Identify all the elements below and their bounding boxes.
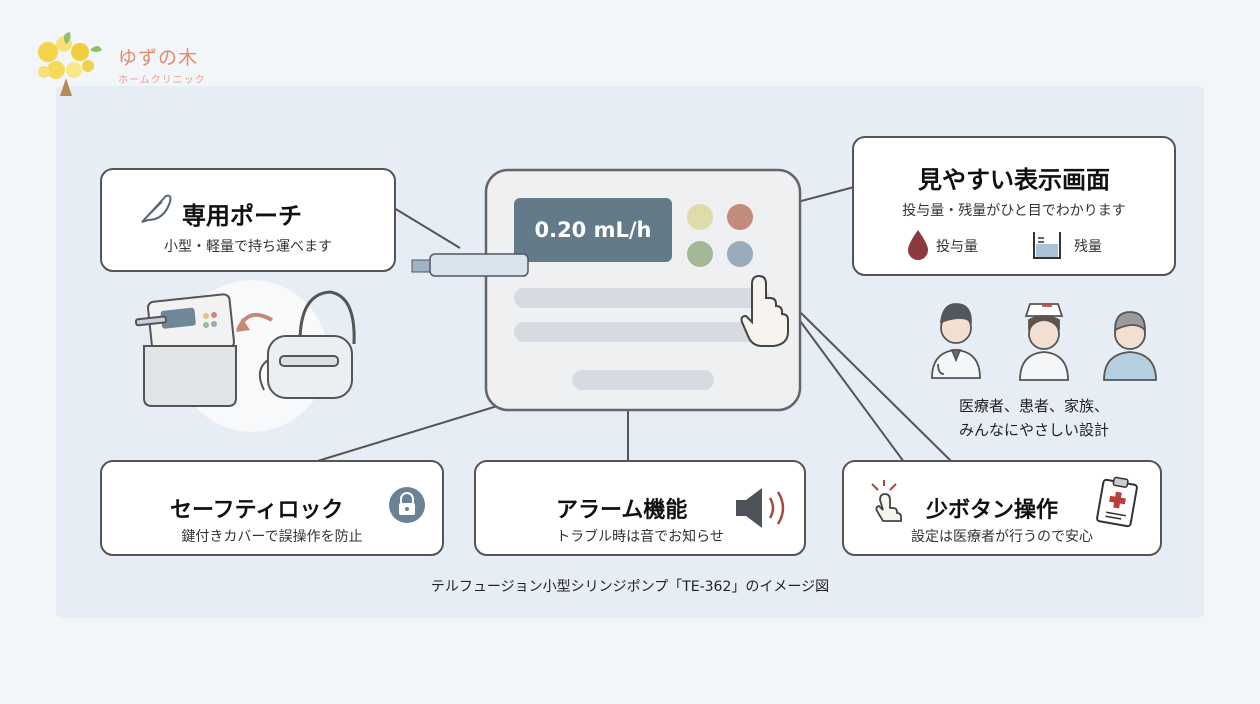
pouch-connector	[393, 207, 461, 249]
clipboard-icon	[1096, 476, 1138, 528]
buttons-subtitle: 設定は医療者が行うので安心	[911, 529, 1093, 545]
people-text: 医療者、患者、家族、 みんなにやさしい設計	[922, 394, 1146, 442]
lock-title: セーフティロック	[170, 498, 344, 523]
pouch-callout: 専用ポーチ 小型・軽量で持ち運べます	[100, 168, 396, 272]
patient-icon	[1103, 311, 1157, 381]
pump-button-3	[687, 241, 713, 267]
pump-button-2	[727, 204, 753, 230]
remaining-label: 残量	[1074, 239, 1102, 255]
lock-callout: セーフティロック 鍵付きカバーで誤操作を防止	[100, 460, 444, 556]
alarm-subtitle: トラブル時は音でお知らせ	[556, 529, 724, 545]
blood-drop-icon	[908, 230, 928, 260]
people-line-1: 医療者、患者、家族、	[958, 397, 1109, 415]
pouch-illustration	[134, 290, 356, 407]
tap-hand-icon	[871, 480, 902, 522]
alarm-title: アラーム機能	[556, 498, 688, 523]
pointing-hand-icon	[740, 274, 789, 347]
pump-button-1	[687, 204, 713, 230]
speaker-icon	[736, 488, 785, 528]
pump-bar-1	[514, 288, 770, 308]
buttons-connector-a	[791, 309, 905, 463]
logo-title: ゆずの木	[118, 47, 199, 69]
pump-display-value: 0.20 mL/h	[534, 218, 652, 242]
doctor-icon	[931, 303, 981, 379]
buttons-connector-b	[799, 311, 953, 463]
feather-icon	[141, 194, 172, 223]
buttons-title: 少ボタン操作	[926, 498, 1059, 523]
pump-bar-2	[514, 322, 770, 342]
figure-caption: テルフュージョン小型シリンジポンプ「TE-362」のイメージ図	[430, 579, 830, 595]
alarm-callout: アラーム機能 トラブル時は音でお知らせ	[474, 460, 806, 556]
nurse-icon	[1019, 303, 1069, 381]
pump-screen	[514, 198, 672, 262]
pouch-title: 専用ポーチ	[182, 202, 302, 230]
padlock-icon	[389, 487, 425, 523]
beaker-icon	[1033, 232, 1061, 259]
display-callout: 見やすい表示画面 投与量・残量がひと目でわかります 投与量 残量	[852, 136, 1176, 276]
logo-subtitle: ホームクリニック	[118, 75, 206, 86]
pump-bar-3	[572, 370, 714, 390]
dose-label: 投与量	[936, 239, 978, 255]
lock-subtitle: 鍵付きカバーで誤操作を防止	[181, 529, 363, 545]
pouch-subtitle: 小型・軽量で持ち運べます	[164, 239, 332, 255]
syringe	[429, 253, 529, 277]
display-subtitle: 投与量・残量がひと目でわかります	[902, 203, 1126, 219]
buttons-callout: 少ボタン操作 設定は医療者が行うので安心	[842, 460, 1162, 556]
display-title: 見やすい表示画面	[918, 166, 1110, 194]
pump-button-4	[727, 241, 753, 267]
people-line-2: みんなにやさしい設計	[958, 421, 1109, 439]
